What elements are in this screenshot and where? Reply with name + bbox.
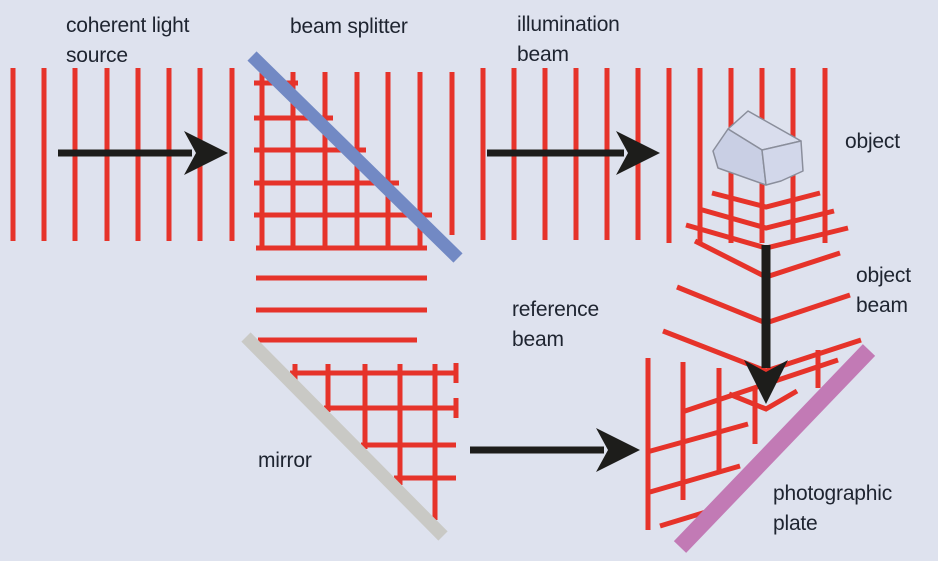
source-arrowhead xyxy=(184,131,228,175)
label-beam-splitter: beam splitter xyxy=(290,15,408,38)
reference-arrowhead xyxy=(596,428,640,472)
label-mirror: mirror xyxy=(258,449,312,472)
mirror-grid xyxy=(290,363,459,520)
reference-arrow xyxy=(470,428,640,472)
label-object: object xyxy=(845,130,900,153)
illumination-arrowhead xyxy=(616,131,660,175)
plate-interference-grid xyxy=(645,350,821,530)
illumination-arrow xyxy=(487,131,660,175)
object-cube-left-face xyxy=(712,128,767,186)
object-beam-arrowhead xyxy=(744,360,788,404)
label-illumination-beam: illumination beam xyxy=(517,13,620,66)
label-photographic-plate: photographic plate xyxy=(773,482,893,535)
label-reference-beam: reference beam xyxy=(512,298,599,351)
illumination-wavefronts xyxy=(480,68,828,243)
label-object-beam: object beam xyxy=(856,264,911,317)
object-cube xyxy=(712,110,804,186)
label-coherent-light-source: coherent light source xyxy=(66,14,190,67)
source-arrow xyxy=(58,131,228,175)
object-beam-arrow xyxy=(744,245,788,404)
object-cube-right-face xyxy=(761,140,804,186)
mirror-diagonal xyxy=(241,332,448,541)
beam-splitter-diagonal xyxy=(247,51,463,263)
downward-beam-wavefronts xyxy=(256,245,427,343)
photographic-plate-diagonal xyxy=(673,344,876,553)
